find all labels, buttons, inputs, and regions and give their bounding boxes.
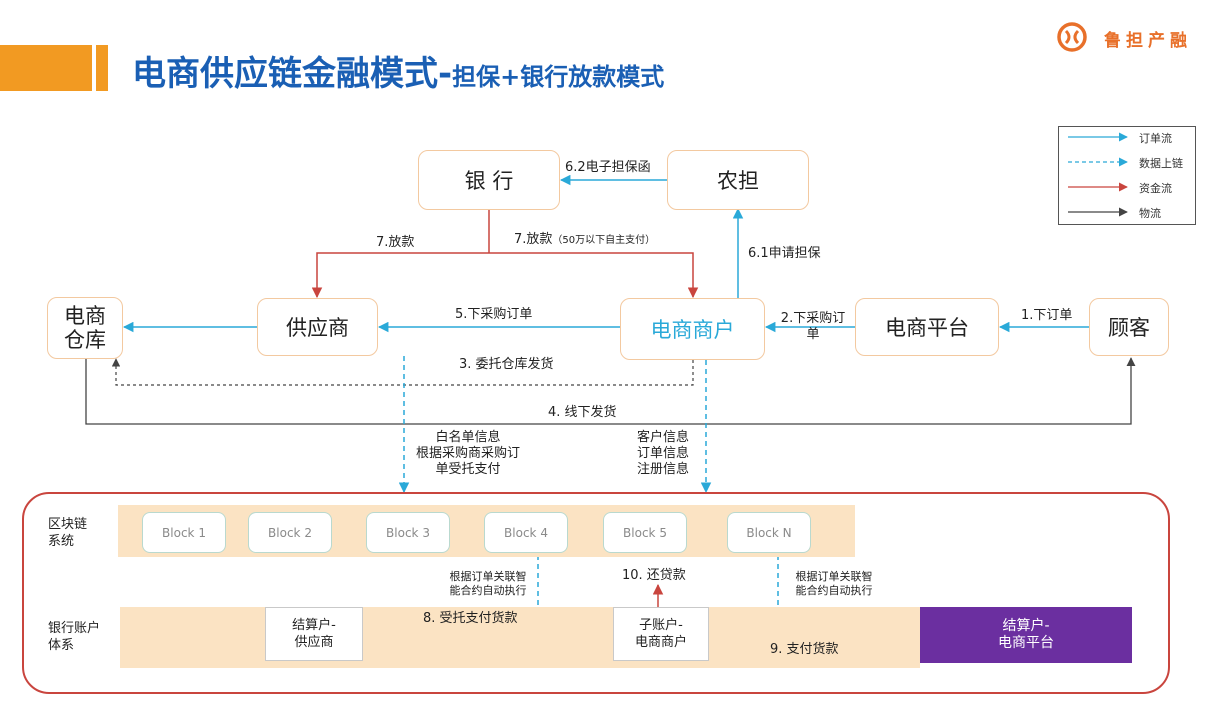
- account-band: [120, 607, 920, 668]
- account-system-label-text: 银行账户 体系: [48, 621, 101, 653]
- edge-label-62: 6.2电子担保函: [565, 160, 651, 175]
- note-contract-right: 根据订单关联智 能合约自动执行: [786, 570, 882, 598]
- node-bank: 银 行: [418, 150, 560, 210]
- block-4: Block 4: [484, 512, 568, 553]
- page-title: 电商供应链金融模式-担保+银行放款模式: [132, 46, 664, 95]
- brand-logo: [1055, 20, 1089, 54]
- block-3: Block 3: [366, 512, 450, 553]
- node-platform: 电商平台: [855, 298, 999, 356]
- edge-label-8: 8. 受托支付货款: [423, 611, 518, 626]
- brand-logo-icon: [1057, 22, 1087, 52]
- blockchain-label: 区块链 系统: [48, 516, 87, 550]
- edge-label-7a: 7.放款: [376, 235, 415, 250]
- node-warehouse-label: 电商 仓库: [64, 304, 106, 352]
- edge-bank-merchant: [489, 252, 699, 299]
- brand-name: 鲁担产融: [1104, 31, 1192, 51]
- edge-label-4: 4. 线下发货: [548, 405, 617, 420]
- block-2: Block 2: [248, 512, 332, 553]
- edge-label-2-text: 2.下采购订 单: [780, 311, 846, 342]
- note-contract-left: 根据订单关联智 能合约自动执行: [440, 570, 536, 598]
- legend-box: [1058, 126, 1196, 225]
- node-warehouse: 电商 仓库: [47, 297, 123, 359]
- edge-label-61: 6.1申请担保: [748, 246, 821, 261]
- page-title-main: 电商供应链金融模式-: [132, 54, 453, 94]
- node-supplier: 供应商: [257, 298, 378, 356]
- edge-label-2: 2.下采购订 单: [774, 311, 852, 343]
- legend-label-data: 数据上链: [1139, 157, 1183, 170]
- legend-label-logistics: 物流: [1139, 207, 1161, 220]
- account-supplier-settlement: 结算户- 供应商: [265, 607, 363, 661]
- node-merchant: 电商商户: [620, 298, 765, 360]
- account-merchant-sub-text: 子账户- 电商商户: [634, 618, 687, 650]
- note-merchant-chain-text: 客户信息 订单信息 注册信息: [636, 430, 689, 477]
- edge-label-1: 1.下订单: [1021, 308, 1073, 323]
- edge-merchant-warehouse-dashed: [111, 358, 694, 386]
- node-customer: 顾客: [1089, 298, 1169, 356]
- account-merchant-sub: 子账户- 电商商户: [613, 607, 709, 661]
- block-1: Block 1: [142, 512, 226, 553]
- blockchain-label-text: 区块链 系统: [48, 517, 88, 549]
- header-accent-stripe: [96, 45, 108, 91]
- page-title-sub: 担保+银行放款模式: [452, 63, 665, 91]
- account-system-label: 银行账户 体系: [48, 620, 100, 654]
- note-merchant-chain: 客户信息 订单信息 注册信息: [628, 430, 698, 478]
- block-n: Block N: [727, 512, 811, 553]
- edge-label-7b: 7.放款（50万以下自主支付）: [514, 232, 655, 249]
- node-guarantor: 农担: [667, 150, 809, 210]
- chain-frame: [22, 492, 1170, 694]
- note-supplier-chain: 白名单信息 根据采购商采购订 单受托支付: [392, 430, 544, 478]
- header-accent-bar: [0, 45, 92, 91]
- account-platform-settlement-text: 结算户- 电商平台: [998, 618, 1054, 651]
- legend-label-fund: 资金流: [1139, 182, 1172, 195]
- account-platform-settlement: 结算户- 电商平台: [920, 607, 1132, 663]
- edge-bank-supplier: [311, 252, 489, 299]
- edge-label-5: 5.下采购订单: [455, 307, 533, 322]
- account-supplier-settlement-text: 结算户- 供应商: [292, 618, 336, 650]
- legend-label-order: 订单流: [1139, 132, 1172, 145]
- edge-label-7b-text: 7.放款: [514, 232, 553, 247]
- edge-label-3: 3. 委托仓库发货: [459, 357, 554, 372]
- edge-label-10: 10. 还贷款: [622, 568, 686, 583]
- edge-label-7b-note: （50万以下自主支付）: [552, 235, 656, 246]
- edge-customer-offline-delivery: [85, 357, 1136, 425]
- note-contract-right-text: 根据订单关联智 能合约自动执行: [795, 570, 873, 597]
- block-5: Block 5: [603, 512, 687, 553]
- note-contract-left-text: 根据订单关联智 能合约自动执行: [449, 570, 527, 597]
- note-supplier-chain-text: 白名单信息 根据采购商采购订 单受托支付: [415, 430, 520, 477]
- edge-label-9: 9. 支付货款: [770, 642, 839, 657]
